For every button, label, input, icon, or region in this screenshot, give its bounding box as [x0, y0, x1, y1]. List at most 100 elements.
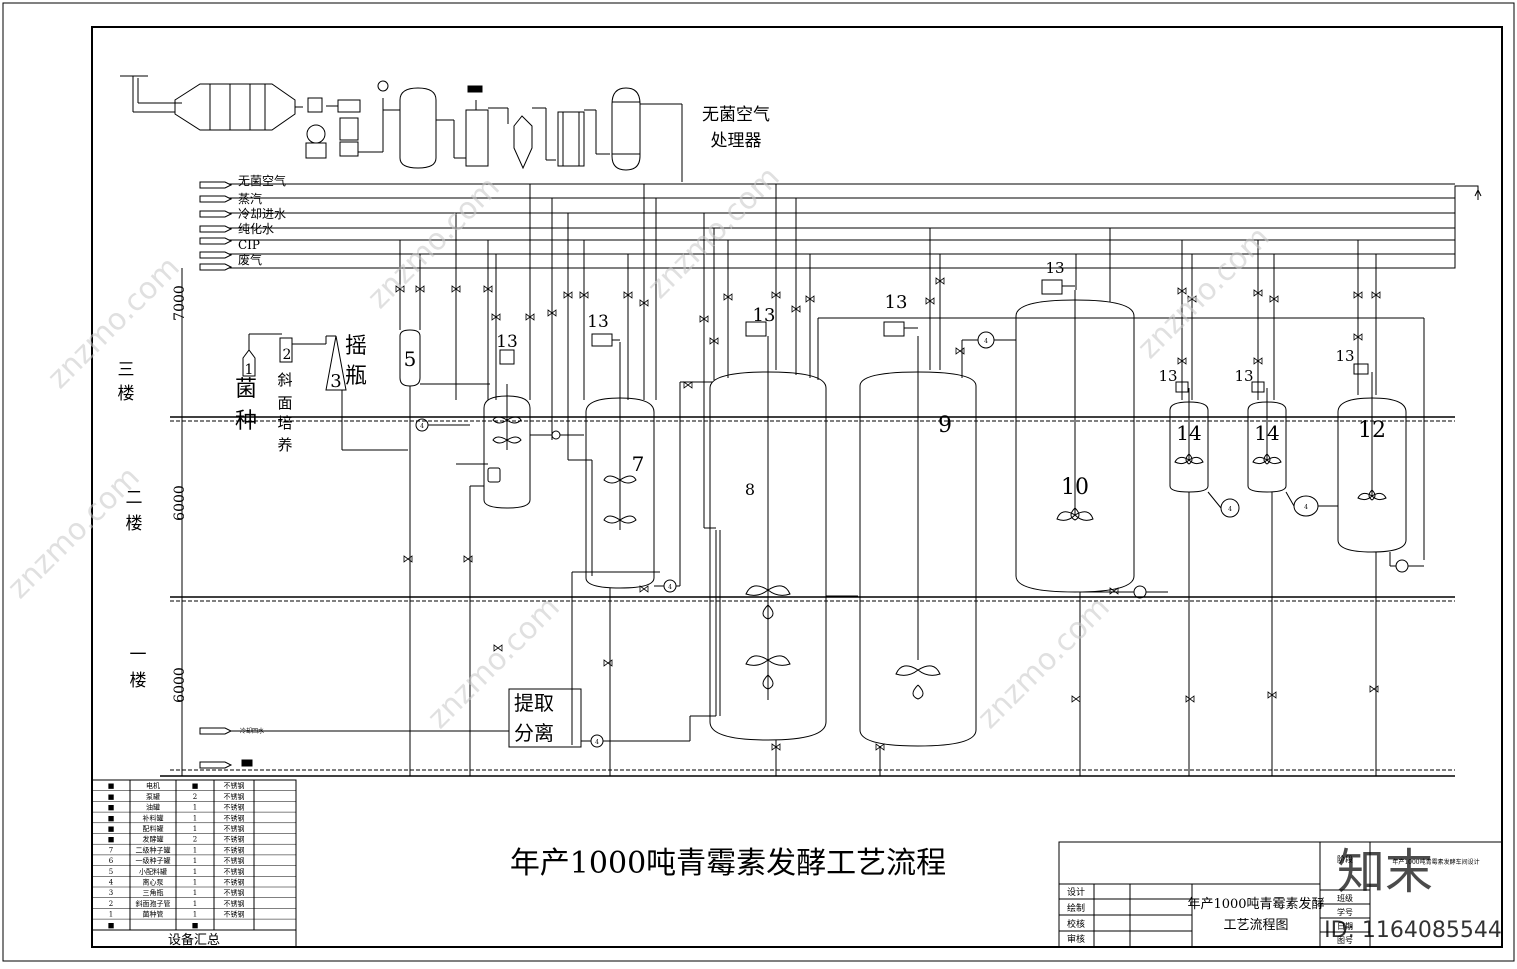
- tank-14-a: [1169, 381, 1240, 776]
- instrument-13-f: 13: [1158, 367, 1177, 385]
- equipment-cell: 菌种管: [143, 910, 164, 919]
- watermark-text-2: znzmo.com: [361, 170, 507, 316]
- utility-headers: [199, 181, 1482, 271]
- equipment-cell: 不锈钢: [224, 856, 245, 865]
- equipment-cell: 2: [193, 836, 197, 844]
- tb-date: 日期: [1337, 922, 1353, 931]
- floor-1-char-1: 一: [130, 645, 147, 665]
- floor-3-char-1: 三: [118, 360, 135, 380]
- equipment-cell: 1: [193, 857, 197, 865]
- instrument-13-d: 13: [885, 292, 908, 313]
- tb-role-draw: 绘制: [1067, 902, 1085, 914]
- equipment-cell: 泵罐: [146, 792, 160, 801]
- floor-1-height: 6000: [172, 667, 188, 703]
- fermenter-8: [690, 321, 858, 776]
- drop-pipes: [399, 184, 1425, 560]
- equipment-cell: 5: [109, 868, 113, 876]
- equipment-cell: ■: [108, 836, 115, 844]
- tb-project: 年产1000吨青霉素发酵车间设计: [1392, 858, 1479, 866]
- vessel-3-number: 3: [330, 371, 341, 392]
- tb-student-id: 学号: [1337, 907, 1353, 917]
- pump-4-f: 4: [1304, 504, 1308, 511]
- floor-2-char-1: 二: [126, 488, 143, 508]
- equipment-cell: 离心泵: [143, 878, 164, 887]
- equipment-cell: 不锈钢: [224, 803, 245, 812]
- cooling-return-label: 冷却回水: [240, 727, 264, 735]
- equipment-cell: 1: [193, 879, 197, 887]
- secondary-seed-tank: [568, 333, 712, 776]
- equipment-cell: 补料罐: [143, 813, 164, 822]
- watermark-text-4: znzmo.com: [1131, 220, 1277, 366]
- drawing-title: 年产1000吨青霉素发酵工艺流程: [510, 846, 946, 881]
- tb-role-approve: 审核: [1067, 933, 1085, 945]
- tank-10: [1015, 279, 1168, 776]
- watermark-text-1: znzmo.com: [41, 250, 187, 396]
- equipment-cell: ■: [108, 793, 115, 801]
- equipment-cell: 2: [109, 900, 113, 908]
- equipment-cell: 1: [193, 825, 197, 833]
- extract-label-2: 分离: [514, 721, 554, 745]
- vessel-5: [399, 329, 490, 776]
- floor-3-height: 7000: [172, 285, 188, 321]
- vessel-5-number: 5: [404, 347, 417, 371]
- fermenter-9: [859, 321, 1016, 776]
- vessel-12-number: 12: [1358, 418, 1386, 443]
- slant-label-3: 培: [277, 414, 292, 432]
- watermark-brand: 知末: [1337, 844, 1433, 900]
- title-block: [1058, 841, 1503, 948]
- pump-4-b: 4: [668, 584, 672, 591]
- equipment-cell: ■: [108, 814, 115, 822]
- equipment-cell: 小配料罐: [139, 867, 167, 876]
- equipment-cell: 不锈钢: [224, 781, 245, 790]
- shake-label-2: 瓶: [345, 364, 367, 389]
- equipment-cell: ■: [192, 921, 199, 929]
- equipment-cell: 6: [109, 857, 114, 865]
- air-treatment-train: [120, 75, 683, 182]
- instrument-13-e: 13: [1045, 259, 1064, 277]
- equipment-cell: 1: [193, 911, 197, 919]
- pump-4-a: 4: [420, 423, 424, 430]
- culture-vessels: [242, 333, 408, 451]
- equipment-cell: 不锈钢: [224, 835, 245, 844]
- extraction-unit: [199, 688, 691, 769]
- instrument-13-h: 13: [1335, 347, 1354, 365]
- tank-14-b: [1247, 381, 1338, 776]
- vessel-7-number: 7: [632, 452, 645, 476]
- tb-drawing-name-2: 工艺流程图: [1223, 918, 1288, 933]
- utility-label-cip: CIP: [238, 238, 260, 252]
- equipment-cell: 4: [109, 879, 114, 887]
- culture-label-1: 菌: [235, 377, 257, 402]
- utility-label-cooling-water: 冷却进水: [238, 207, 286, 221]
- equipment-cell: 三角瓶: [143, 888, 164, 897]
- utility-label-steam: 蒸汽: [238, 191, 262, 206]
- vessel-10-number: 10: [1061, 475, 1089, 500]
- watermark-id: ID: 1164085544: [1324, 918, 1502, 943]
- equipment-cell: 不锈钢: [224, 888, 245, 897]
- equipment-cell: 油罐: [146, 803, 160, 812]
- equipment-table-caption: 设备汇总: [168, 932, 220, 948]
- tb-drawing-no: 图号: [1337, 936, 1353, 945]
- floor-3-char-2: 楼: [118, 384, 135, 404]
- equipment-cell: 二级种子罐: [136, 845, 171, 854]
- equipment-cell: 发酵罐: [143, 835, 164, 844]
- equipment-cell: ■: [108, 921, 115, 929]
- slant-label-2: 面: [277, 394, 292, 412]
- air-unit-label-2: 处理器: [711, 131, 762, 151]
- equipment-cell: 2: [193, 793, 197, 801]
- slant-label-4: 养: [277, 436, 292, 454]
- equipment-cell: 1: [193, 804, 197, 812]
- equipment-cell: 1: [193, 846, 197, 854]
- culture-label-2: 种: [235, 409, 257, 434]
- equipment-cell: 电机: [146, 781, 160, 790]
- pump-4-c: 4: [595, 739, 599, 746]
- watermark-text-6: znzmo.com: [971, 590, 1117, 736]
- equipment-cell: 不锈钢: [224, 845, 245, 854]
- vessel-9-number: 9: [938, 413, 952, 438]
- equipment-cell: 不锈钢: [224, 899, 245, 908]
- equipment-cell: 不锈钢: [224, 867, 245, 876]
- equipment-cell: ■: [108, 782, 115, 790]
- tb-role-check: 校核: [1067, 918, 1085, 930]
